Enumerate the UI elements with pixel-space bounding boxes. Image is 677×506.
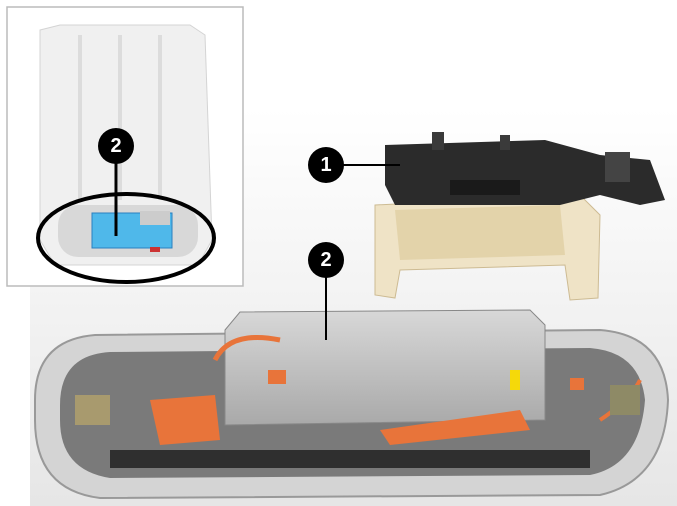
battery-lid — [224, 309, 546, 426]
callout-badge — [308, 147, 344, 183]
inset-top-view: 2 — [6, 6, 244, 287]
callout-badge — [308, 242, 344, 278]
callout-2: 2 — [308, 242, 344, 340]
callout-1: 1 — [308, 147, 400, 183]
tan-bracket — [374, 194, 601, 301]
callout-badge — [98, 128, 134, 164]
main-battery-pack — [34, 309, 670, 500]
callout-label: 2 — [110, 135, 121, 157]
callout-label: 1 — [320, 154, 331, 176]
highlight-ellipse — [36, 192, 216, 284]
callout-label: 2 — [320, 249, 331, 271]
dark-control-module — [385, 132, 665, 205]
